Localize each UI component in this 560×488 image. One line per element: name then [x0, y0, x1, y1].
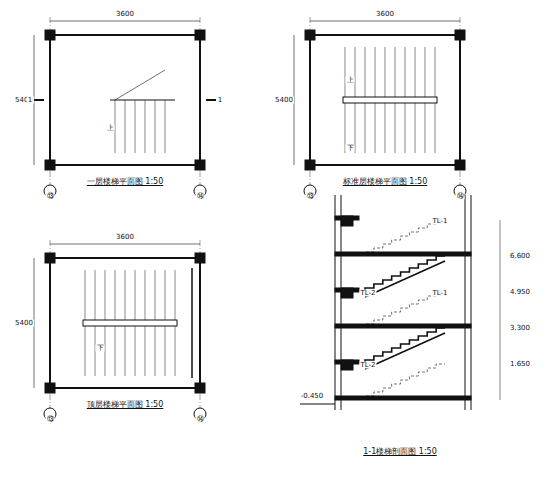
member-label: TL-2 [359, 290, 376, 297]
axis-label: ⑬ [306, 193, 315, 200]
axis-label: ⑬ [46, 416, 55, 423]
stair-plan [294, 17, 466, 197]
member-label: TL-1 [431, 218, 448, 225]
drawing-title: 顶层楼梯平面图 1:50 [86, 401, 165, 409]
dimension: 1 [27, 97, 33, 104]
dimension: 3600 [115, 11, 135, 18]
dimension: 下 [346, 145, 355, 152]
dimension: 5400 [14, 320, 34, 327]
drawing-title: 标准层楼梯平面图 1:50 [342, 178, 429, 186]
dimension: 3600 [115, 234, 135, 241]
dimension: -0.450 [300, 393, 325, 400]
drawing-title: 一层楼梯平面图 1:50 [86, 178, 165, 186]
axis-label: ⑬ [46, 193, 55, 200]
stair-section [300, 195, 500, 410]
axis-label: ⑭ [456, 193, 465, 200]
dimension: 3.300 [509, 325, 531, 332]
dimension: 上 [106, 125, 115, 132]
member-label: TL-1 [431, 290, 448, 297]
drawing-title: 1-1楼梯剖面图 1:50 [362, 448, 438, 456]
axis-label: ⑭ [196, 416, 205, 423]
member-label: TL-2 [359, 362, 376, 369]
stair-plan [34, 240, 206, 420]
dimension: 下 [96, 345, 105, 352]
dimension: 6.600 [509, 253, 531, 260]
axis-label: ⑭ [196, 193, 205, 200]
dimension: 上 [346, 77, 355, 84]
dimension: 1 [217, 97, 223, 104]
dimension: 1.650 [509, 361, 531, 368]
dimension: 5400 [274, 97, 294, 104]
dimension: 3600 [375, 11, 395, 18]
stair-plan [34, 17, 206, 197]
dimension: 4.950 [509, 289, 531, 296]
